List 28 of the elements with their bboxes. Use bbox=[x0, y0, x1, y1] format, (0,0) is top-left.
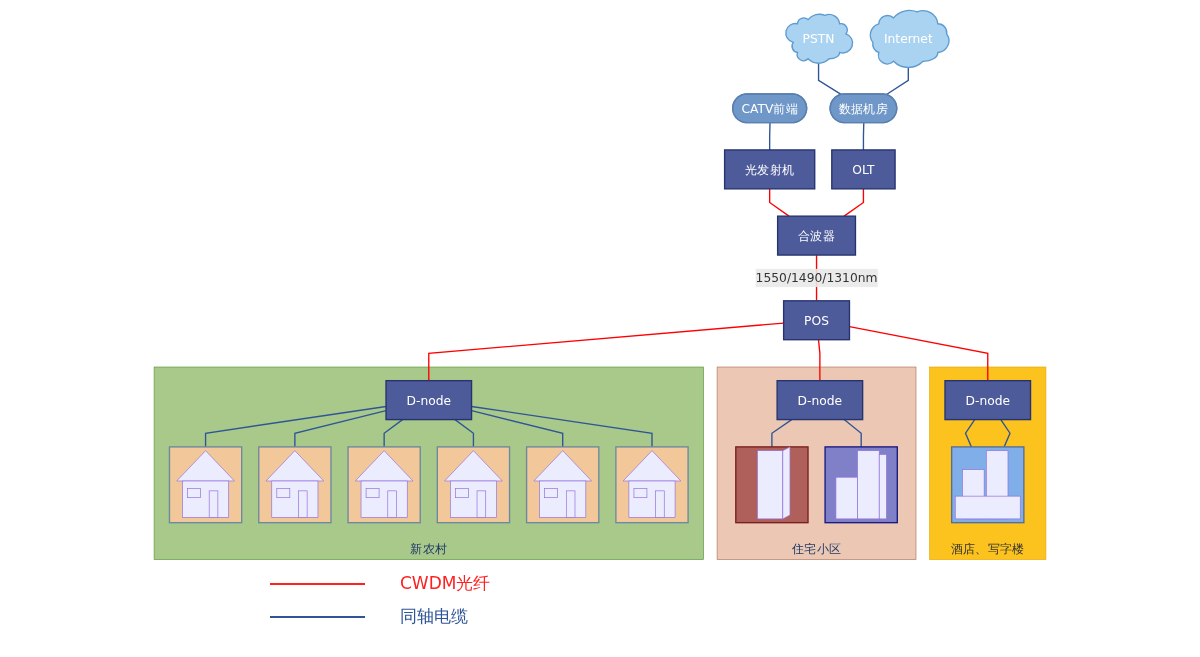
node-box: 合波器 bbox=[776, 215, 857, 256]
connector bbox=[817, 339, 821, 382]
node-picture bbox=[824, 446, 898, 524]
connector bbox=[771, 418, 793, 448]
connector bbox=[843, 418, 862, 448]
node-picture bbox=[347, 446, 421, 524]
edge-label: 1550/1490/1310nm bbox=[755, 270, 878, 286]
node-box: D-node bbox=[944, 380, 1032, 421]
connector bbox=[294, 410, 387, 448]
node-picture bbox=[525, 446, 600, 524]
legend-text: CWDM光纤 bbox=[400, 572, 491, 595]
connector bbox=[843, 188, 865, 217]
node-box: D-node bbox=[776, 380, 864, 421]
legend-text: 同轴电缆 bbox=[400, 605, 468, 628]
connector bbox=[862, 122, 865, 151]
node-box: OLT bbox=[831, 149, 896, 190]
node-box: POS bbox=[782, 300, 851, 341]
connector bbox=[204, 405, 387, 448]
node-picture bbox=[168, 446, 243, 524]
node-box: D-node bbox=[385, 380, 473, 421]
connector bbox=[454, 418, 475, 448]
node-picture bbox=[436, 446, 511, 524]
connector bbox=[383, 418, 404, 448]
connector bbox=[768, 122, 771, 151]
connector bbox=[768, 188, 790, 217]
node-picture bbox=[615, 446, 689, 524]
node-box: 光发射机 bbox=[723, 149, 816, 190]
node-picture bbox=[258, 446, 332, 524]
